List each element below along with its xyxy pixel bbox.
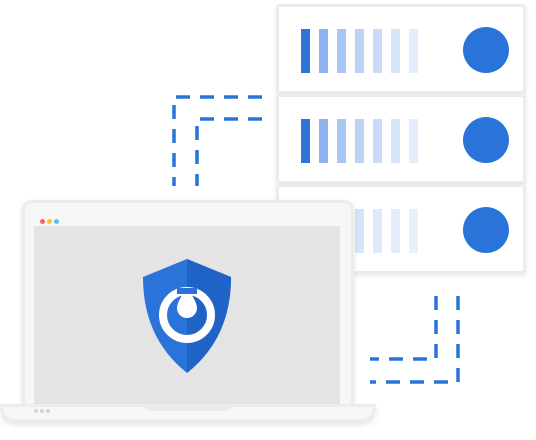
connector-bottom-inner <box>370 296 438 361</box>
status-bar-5 <box>373 29 382 73</box>
status-light-icon <box>463 117 509 163</box>
status-light-icon <box>463 27 509 73</box>
status-bar-4 <box>355 209 364 253</box>
status-bar-3 <box>337 119 346 163</box>
server-unit-2 <box>276 94 526 184</box>
status-bar-4 <box>355 29 364 73</box>
laptop-notch <box>144 404 232 411</box>
status-bar-5 <box>373 119 382 163</box>
status-bar-6 <box>391 209 400 253</box>
window-dot-green <box>54 219 59 224</box>
connector-bottom-outer <box>370 296 460 384</box>
base-indicator-dot <box>34 409 38 413</box>
power-drop-icon <box>159 287 215 343</box>
status-bar-6 <box>391 29 400 73</box>
window-dot-red <box>40 219 45 224</box>
status-bar-6 <box>391 119 400 163</box>
status-bar-7 <box>409 119 418 163</box>
status-bar-1 <box>301 29 310 73</box>
status-bar-2 <box>319 29 328 73</box>
status-bar-5 <box>373 209 382 253</box>
status-bar-7 <box>409 29 418 73</box>
status-light-icon <box>463 207 509 253</box>
base-indicator-dot <box>46 409 50 413</box>
status-bar-1 <box>301 119 310 163</box>
base-indicator-dot <box>40 409 44 413</box>
window-dot-yellow <box>47 219 52 224</box>
shield-icon <box>143 259 231 373</box>
status-bar-7 <box>409 209 418 253</box>
connector-top-outer <box>172 95 262 186</box>
status-bar-2 <box>319 119 328 163</box>
connector-top-inner <box>195 117 262 186</box>
status-bar-4 <box>355 119 364 163</box>
server-unit-1 <box>276 4 526 94</box>
status-bar-3 <box>337 29 346 73</box>
